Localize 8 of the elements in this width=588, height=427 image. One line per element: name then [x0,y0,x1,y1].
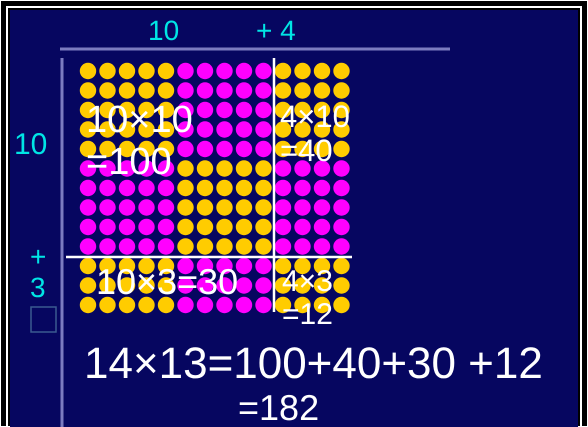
product-label: 10×3=30 [96,262,240,302]
dimension-label: 10 [14,128,48,161]
dimension-label: + 3 [30,242,48,304]
equation-text: 14×13=100+40+30 +12 [84,340,544,388]
equation-text: =182 [238,388,320,427]
dimension-label: + 4 [256,16,297,47]
product-label: 10×10 =100 [86,100,194,184]
dimension-label: 10 [148,16,180,47]
